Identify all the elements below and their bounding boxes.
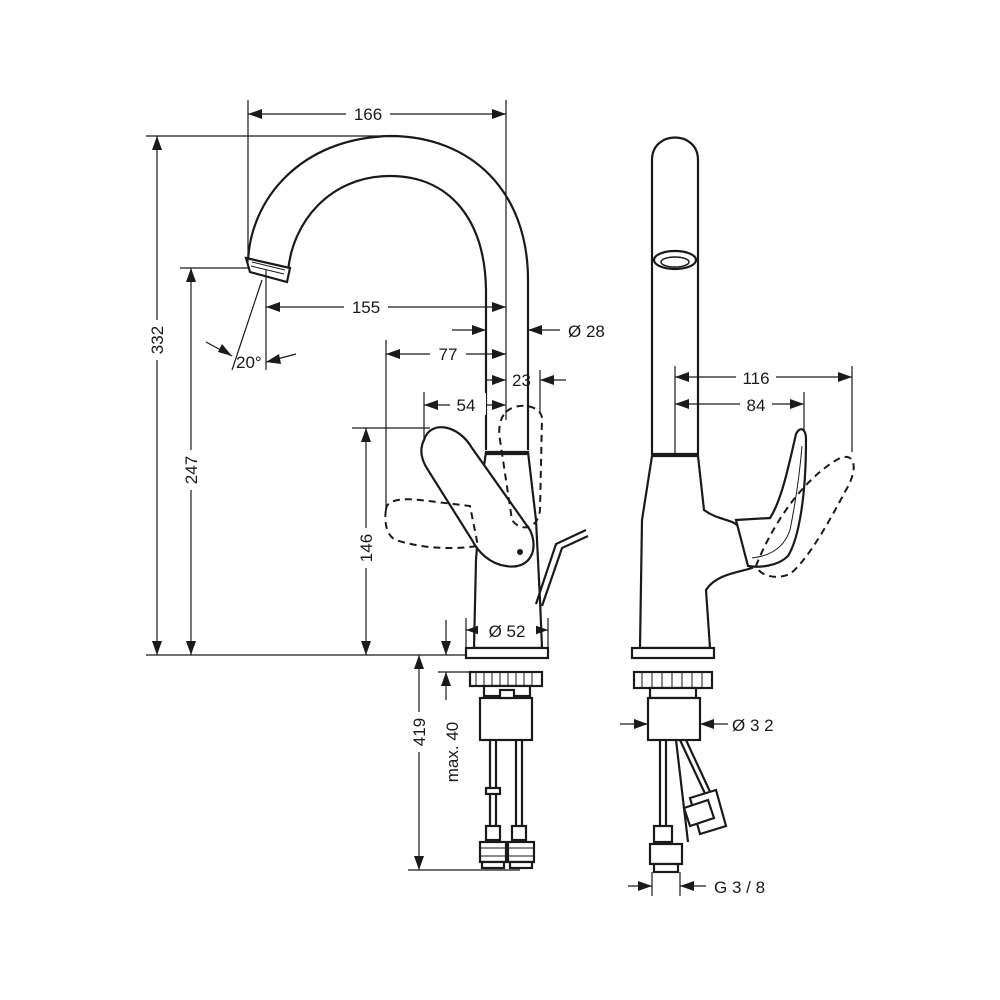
dim-diameter-52: Ø 52: [489, 622, 526, 641]
dim-146: 146: [357, 534, 376, 562]
dim-332: 332: [148, 326, 167, 354]
dim-155: 155: [352, 298, 380, 317]
dim-max-40: max. 40: [443, 722, 462, 782]
lever-handle: [420, 426, 535, 568]
side-view: [630, 136, 855, 874]
dimension-labels: 166 155 Ø 28 77 23 54 20° 332 247 146 Ø …: [146, 102, 776, 897]
dim-419: 419: [410, 718, 429, 746]
spout-tube-inner: [286, 174, 488, 450]
dim-20-degrees: 20°: [236, 353, 262, 372]
base-plate: [464, 646, 550, 660]
dim-diameter-28: Ø 28: [568, 322, 605, 341]
dim-84: 84: [747, 396, 766, 415]
lever-alt-position: [384, 498, 480, 549]
side-body: [638, 454, 754, 650]
spout-tube: [246, 134, 530, 450]
dim-diameter-32: Ø 3 2: [732, 716, 774, 735]
side-lever-alt: [754, 455, 855, 578]
dim-thread-g38: G 3 / 8: [714, 878, 765, 897]
dim-116: 116: [742, 369, 769, 388]
lever-alt-position-2: [498, 404, 544, 529]
dim-247: 247: [182, 456, 201, 484]
dimension-lines: [146, 100, 853, 896]
dim-23: 23: [512, 371, 531, 390]
dim-166: 166: [354, 105, 382, 124]
dim-54: 54: [457, 396, 476, 415]
dim-77: 77: [439, 345, 458, 364]
front-view: [244, 134, 589, 870]
side-lever: [734, 428, 808, 568]
pull-rod: [534, 529, 589, 607]
